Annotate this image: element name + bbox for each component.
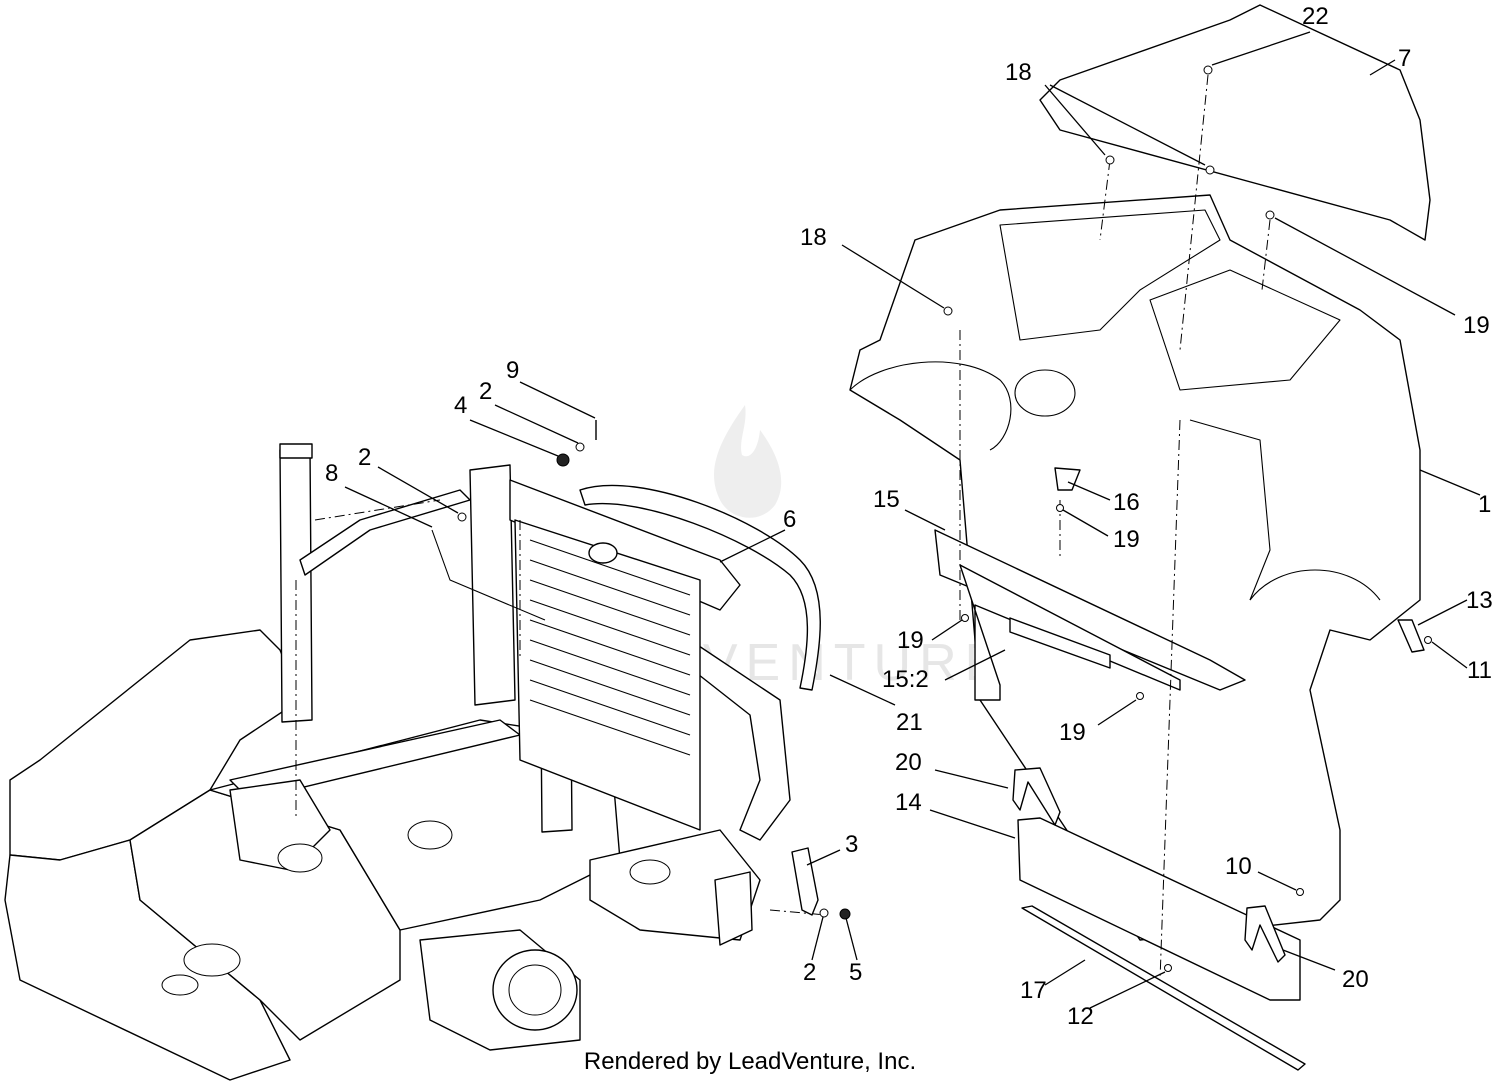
hood-opening-rim: [1149, 269, 1341, 391]
callout-13: 13: [1466, 587, 1493, 614]
screw-22: [1203, 65, 1213, 75]
frame-port: [629, 859, 671, 885]
callout-7: 7: [1398, 45, 1411, 72]
callouts: 22 7 18 18 19 9 2 4 2 8 6 1 15 16 19 13 …: [325, 3, 1493, 1030]
callout-6: 6: [783, 506, 796, 533]
foot-bracket: [714, 871, 753, 946]
lower-seal: [1017, 817, 1301, 1001]
wheel-motor-inner: [508, 964, 562, 1016]
nut-11: [1424, 636, 1432, 644]
hood-front-edge: [1189, 419, 1271, 601]
nut-19-top: [1265, 210, 1275, 220]
frame-hole: [161, 974, 199, 996]
callout-14: 14: [895, 789, 922, 816]
callout-19-top: 19: [1463, 312, 1490, 339]
washer-2-mid: [457, 512, 467, 522]
decal: [1009, 617, 1111, 669]
screw-10: [1296, 888, 1304, 896]
screw-18-b: [1205, 165, 1215, 175]
bracket-3: [791, 847, 819, 916]
nut-5: [839, 908, 851, 920]
latch-rod: [431, 529, 546, 621]
front-panel-lower: [959, 564, 1181, 701]
clip-20-bottom: [1244, 905, 1286, 963]
screw-18-c: [943, 306, 953, 316]
callout-22: 22: [1302, 3, 1329, 30]
bracket-13: [1397, 619, 1425, 653]
callout-19-low: 19: [1059, 719, 1086, 746]
callout-5: 5: [849, 959, 862, 986]
screw-18-a: [1105, 155, 1115, 165]
callout-21: 21: [896, 709, 923, 736]
hood-opening: [999, 209, 1221, 341]
callout-11: 11: [1467, 657, 1492, 684]
callout-15-2: 15:2: [882, 666, 929, 693]
callout-18-top: 18: [1005, 59, 1032, 86]
right-hardware: [943, 65, 1432, 972]
callout-18-left: 18: [800, 224, 827, 251]
clip-20-top: [1012, 767, 1061, 826]
pump-port: [277, 843, 323, 873]
callout-2-top: 2: [479, 378, 492, 405]
frame-assembly: [4, 443, 827, 1081]
callout-20-bottom: 20: [1342, 966, 1369, 993]
callout-15: 15: [873, 486, 900, 513]
washer-2-top: [575, 442, 585, 452]
frame-post-rear: [469, 464, 516, 706]
hood-fender-left: [849, 361, 1012, 451]
radiator-fins: [529, 539, 691, 756]
hood-assembly: [849, 4, 1431, 1071]
nut-19-left: [961, 614, 969, 622]
left-hardware: [457, 420, 851, 946]
front-panel: [934, 529, 1246, 691]
callout-2-low: 2: [803, 959, 816, 986]
callout-12: 12: [1067, 1003, 1094, 1030]
callout-4: 4: [454, 392, 467, 419]
washer-2-low: [819, 908, 829, 918]
screw-12: [1164, 964, 1172, 972]
callout-2-mid: 2: [358, 444, 371, 471]
leader-lines: [344, 31, 1481, 1009]
callout-10: 10: [1225, 853, 1252, 880]
nut-4: [556, 453, 570, 467]
callout-16: 16: [1113, 489, 1140, 516]
nut-19-low: [1136, 692, 1144, 700]
top-panel: [1039, 4, 1431, 241]
footer-credit: Rendered by LeadVenture, Inc.: [583, 1048, 917, 1075]
hood-fender-right: [1249, 569, 1381, 601]
radiator: [514, 519, 701, 831]
frame-port: [407, 820, 453, 850]
callout-20-top: 20: [895, 749, 922, 776]
frame-side-panel: [4, 839, 291, 1081]
callout-19-16: 19: [1113, 526, 1140, 553]
hood-vent: [1014, 369, 1076, 417]
callout-1: 1: [1478, 491, 1491, 518]
callout-9: 9: [506, 357, 519, 384]
callout-17: 17: [1020, 977, 1047, 1004]
callout-19-left: 19: [897, 627, 924, 654]
frame-hole: [183, 943, 241, 977]
nut-19-16: [1056, 504, 1064, 512]
frame-tube: [299, 489, 471, 576]
callout-8: 8: [325, 460, 338, 487]
strip-17: [1021, 905, 1306, 1071]
radiator-cap: [588, 542, 618, 564]
watermark-flame-icon: [714, 405, 782, 518]
hood-shell: [849, 194, 1421, 941]
radiator-hose: [579, 484, 821, 691]
frame-post-cap: [279, 443, 313, 459]
callout-3: 3: [845, 831, 858, 858]
